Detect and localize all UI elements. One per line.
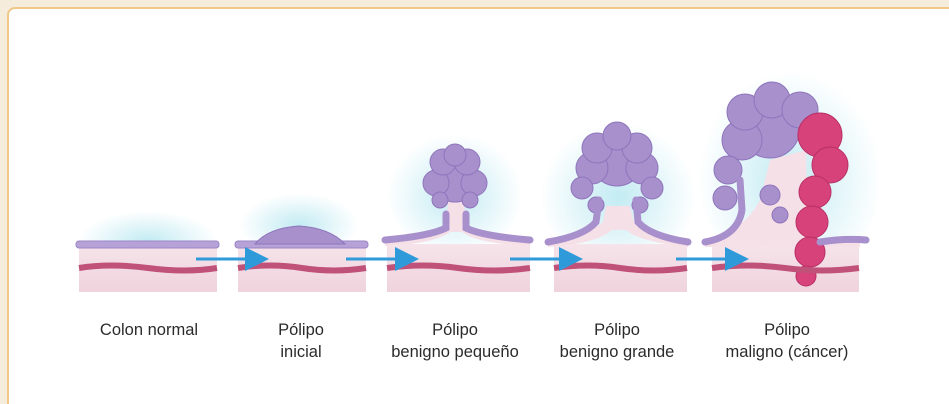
stage-polipo-benigno-pequeno [385, 128, 530, 292]
label-line: inicial [216, 341, 386, 363]
mucosa-right [820, 239, 866, 242]
stage-polipo-benigno-grande [540, 115, 696, 292]
label-line: Pólipo [702, 319, 872, 341]
label-polipo-benigno-grande: Pólipo benigno grande [532, 319, 702, 363]
label-polipo-maligno: Pólipo maligno (cáncer) [702, 319, 872, 363]
stage-polipo-inicial [235, 190, 368, 292]
label-line: benigno pequeño [370, 341, 540, 363]
label-colon-normal: Colon normal [64, 319, 234, 341]
mucosa-layer [76, 241, 219, 248]
stage-colon-normal [76, 208, 219, 292]
label-line: Pólipo [370, 319, 540, 341]
label-line: maligno (cáncer) [702, 341, 872, 363]
label-polipo-benigno-pequeno: Pólipo benigno pequeño [370, 319, 540, 363]
polyp-head [423, 144, 487, 208]
stage-polipo-maligno [698, 60, 882, 292]
label-polipo-inicial: Pólipo inicial [216, 319, 386, 363]
label-line: Colon normal [64, 319, 234, 341]
label-line: Pólipo [216, 319, 386, 341]
label-line: benigno grande [532, 341, 702, 363]
label-line: Pólipo [532, 319, 702, 341]
